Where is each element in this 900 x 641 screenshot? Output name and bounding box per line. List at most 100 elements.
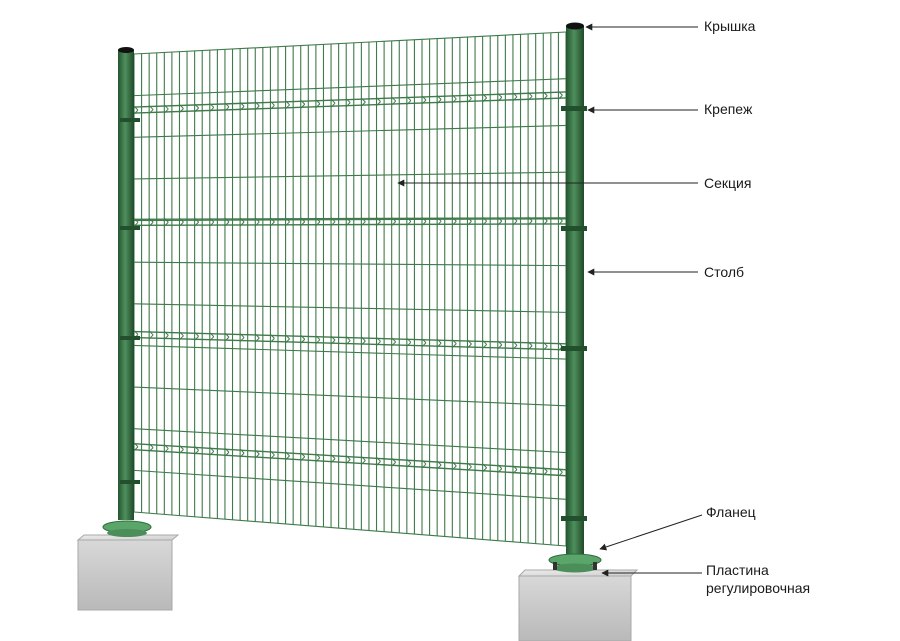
- mesh-bend-wire: [133, 105, 139, 111]
- mesh-bend-wire: [512, 465, 518, 470]
- mesh-bend-wire: [436, 95, 442, 100]
- mesh-bend-wire: [330, 454, 336, 459]
- mesh-bend-wire: [285, 338, 290, 344]
- mesh-bend-wire: [421, 221, 427, 226]
- mesh-bend-wire: [361, 336, 366, 342]
- mesh-bend-wire: [163, 104, 169, 110]
- left-post: [102, 47, 152, 537]
- mesh-bend-wire: [163, 108, 169, 114]
- mesh-bend-wire: [300, 338, 306, 344]
- mesh-bend-wire: [542, 95, 548, 101]
- arrow-flange: [599, 514, 703, 551]
- mesh-bend-wire: [497, 97, 503, 102]
- mesh-bend-wire: [436, 338, 442, 344]
- mesh-bend-wire: [451, 98, 457, 104]
- mesh-bend-wire: [376, 101, 381, 106]
- mesh-bend-wire: [285, 217, 290, 223]
- mesh-bend-wire: [270, 217, 275, 223]
- mesh-bend-wire: [542, 467, 548, 472]
- mesh-bend-wire: [224, 217, 230, 223]
- mesh-bend-wire: [482, 220, 487, 226]
- mesh-bend-wire: [406, 221, 412, 226]
- mesh-bend-wire: [527, 95, 533, 101]
- mesh-bend-wire: [315, 103, 321, 109]
- mesh-bend-wire: [497, 340, 503, 346]
- mesh-bend-wire: [376, 460, 381, 466]
- mesh-bend-wire: [436, 464, 442, 470]
- label-cap: Крышка: [704, 18, 756, 34]
- mesh-bend-wire: [133, 446, 139, 452]
- mesh-horizontal-wire: [133, 261, 567, 267]
- mesh-bend-wire: [224, 102, 230, 108]
- mesh-bend-wire: [558, 94, 563, 100]
- mesh-horizontal-wire: [133, 124, 567, 138]
- mesh-bend-wire: [542, 341, 548, 347]
- mesh-bend-wire: [179, 449, 184, 454]
- mesh-bend-wire: [209, 103, 215, 108]
- mesh-bend-wire: [376, 337, 381, 342]
- mesh-bend-wire: [421, 459, 427, 465]
- mesh-bend-wire: [194, 335, 199, 341]
- mesh-bend-wire: [512, 96, 518, 102]
- mesh-bend-wire: [436, 99, 442, 104]
- mesh-bend-wire: [163, 444, 169, 449]
- mesh-bend-wire: [436, 460, 442, 466]
- mesh-bend-wire: [391, 100, 397, 106]
- mesh-bend-wire: [194, 446, 199, 451]
- mesh-bend-wire: [285, 100, 290, 106]
- mesh-bend-wire: [148, 105, 154, 110]
- mesh-bend-wire: [133, 217, 139, 223]
- mesh-bend-wire: [254, 337, 260, 343]
- mesh-bend-wire: [194, 221, 199, 227]
- mesh-bend-wire: [467, 94, 472, 99]
- mesh-bend-wire: [558, 220, 563, 226]
- mesh-bend-wire: [558, 90, 563, 96]
- mesh-bend-wire: [315, 457, 321, 463]
- mesh-bend-wire: [467, 339, 472, 345]
- label-fastener: Крепеж: [704, 101, 753, 117]
- mesh-bend-wire: [224, 221, 230, 227]
- mesh-bend-wire: [300, 103, 306, 109]
- mesh-bend-wire: [467, 98, 472, 103]
- mesh-bend-wire: [451, 343, 457, 348]
- mesh-bend-wire: [527, 216, 533, 222]
- mesh-bend-wire: [133, 330, 139, 335]
- mesh-bend-wire: [300, 217, 306, 223]
- mesh-bend-wire: [300, 456, 306, 462]
- mesh-bend-wire: [361, 340, 366, 346]
- mesh-bend-wire: [421, 95, 427, 101]
- label-section: Секция: [704, 175, 752, 191]
- mesh-bend-wire: [467, 216, 472, 222]
- mesh-bend-wire: [542, 471, 548, 476]
- mesh-bend-wire: [254, 453, 260, 459]
- leader-arrows: [397, 23, 703, 577]
- mesh-bend-wire: [391, 461, 397, 467]
- mesh-bend-wire: [270, 338, 275, 343]
- mesh-bend-wire: [133, 442, 139, 448]
- mesh-bend-wire: [148, 109, 154, 114]
- mesh-horizontal-wire: [133, 511, 567, 547]
- mesh-bend-wire: [391, 337, 397, 343]
- mesh-bend-wire: [285, 455, 290, 461]
- mesh-bend-wire: [300, 221, 306, 227]
- mesh-bend-wire: [179, 108, 184, 113]
- mesh-bend-wire: [558, 471, 563, 477]
- mesh-bend-wire: [270, 104, 275, 110]
- mesh-bend-wire: [376, 456, 381, 462]
- left-footing: [76, 534, 180, 611]
- mesh-bend-wire: [345, 98, 351, 104]
- mesh-bend-wire: [467, 462, 472, 468]
- right-footing: [517, 569, 639, 641]
- mesh-bend-wire: [254, 105, 260, 111]
- mesh-bend-wire: [254, 217, 260, 223]
- mesh-bend-wire: [133, 109, 139, 115]
- mesh-bend-wire: [467, 466, 472, 472]
- mesh-bend-wire: [542, 216, 548, 222]
- mesh-bend-wire: [270, 221, 275, 227]
- mesh-bend-wire: [254, 449, 260, 455]
- mesh-bend-wire: [345, 455, 351, 460]
- mesh-bend-wire: [406, 337, 412, 343]
- mesh-bend-wire: [361, 460, 366, 465]
- mesh-bend-wire: [239, 102, 245, 107]
- mesh-bend-wire: [330, 102, 336, 108]
